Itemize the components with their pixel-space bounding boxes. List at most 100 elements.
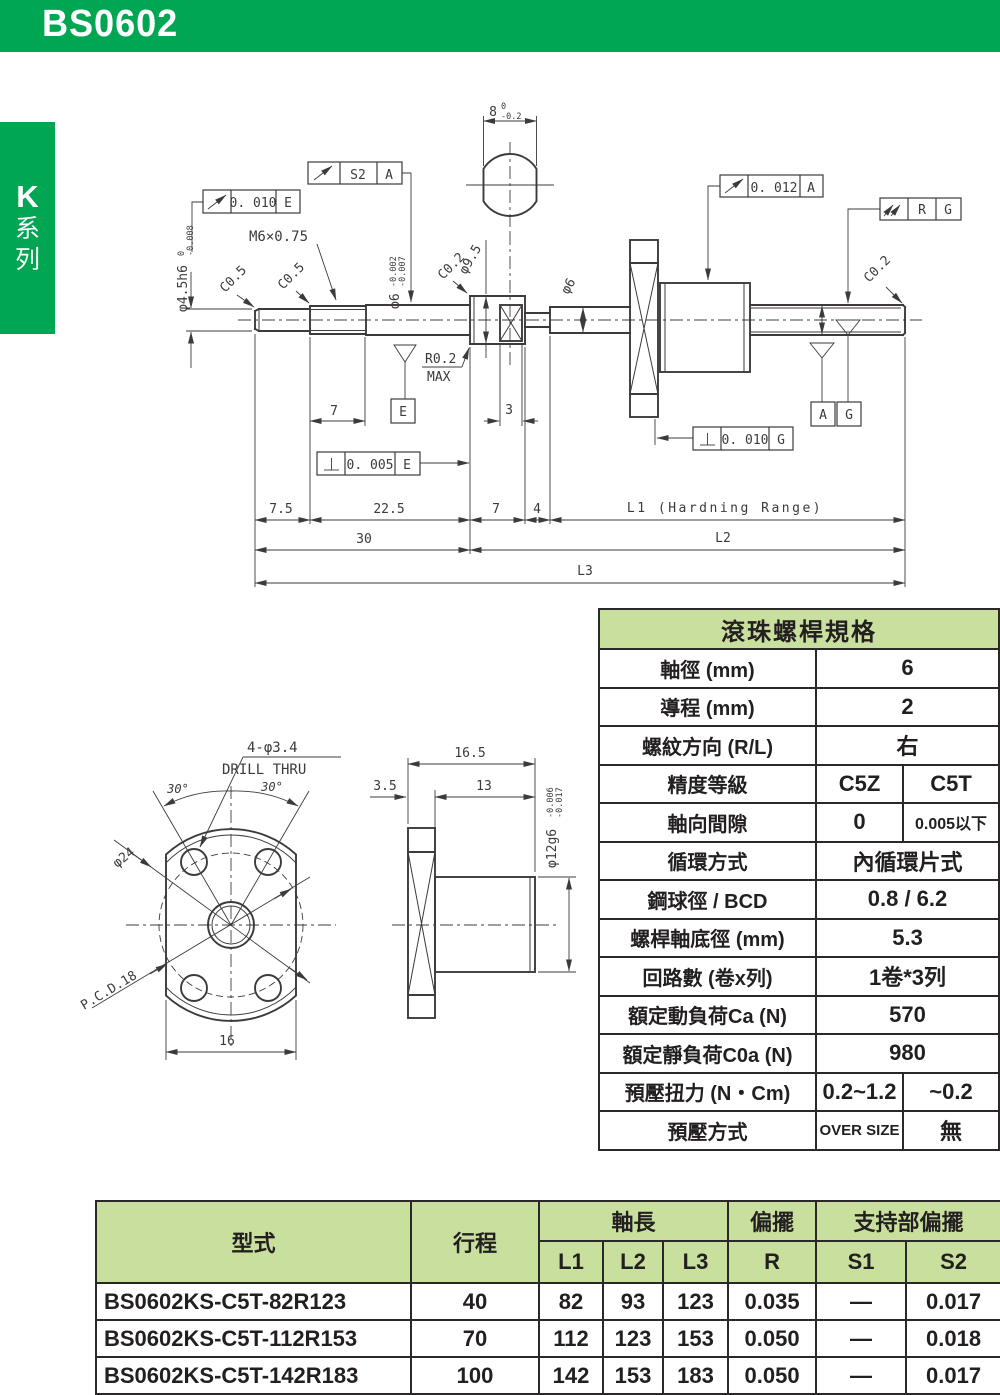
s1-value: — <box>815 1356 908 1395</box>
spec-value: C5T <box>901 763 1000 804</box>
spec-value: 5.3 <box>814 917 1000 958</box>
spec-value: 6 <box>814 648 1000 689</box>
frame-s2-value: S2 <box>350 168 366 183</box>
model-row: BS0602KS-C5T-112R153 70 112 123 153 0.05… <box>95 1319 1000 1358</box>
dim-l3: L3 <box>577 564 593 579</box>
spec-value: 570 <box>814 994 1000 1035</box>
col-subheader-l2: L2 <box>602 1240 664 1284</box>
dim-7-thread: 7 <box>330 404 338 419</box>
frame-0010e-value: 0. 010 <box>230 196 277 211</box>
model-name: BS0602KS-C5T-142R183 <box>95 1356 412 1395</box>
header-bar <box>0 0 1000 52</box>
dim-3-groove: 3 <box>505 403 513 418</box>
dim-across-flats: 8 <box>489 105 497 120</box>
l1-value: 142 <box>538 1356 604 1395</box>
col-header-axis-length: 軸長 <box>537 1200 730 1242</box>
col-header-support-runout: 支持部偏擺 <box>815 1200 1000 1242</box>
col-subheader-s1: S1 <box>815 1240 908 1284</box>
l1-value: 82 <box>538 1282 604 1321</box>
l3-value: 183 <box>661 1356 730 1395</box>
spec-label: 軸向間隙 <box>598 802 817 843</box>
technical-drawing: 8 0 -0.2 <box>78 102 962 1060</box>
dim-7-collar: 7 <box>492 502 500 517</box>
l3-value: 153 <box>661 1319 730 1358</box>
frame-0005e-value: 0. 005 <box>347 458 394 473</box>
spec-label: 循環方式 <box>598 840 817 881</box>
thread-spec: M6×0.75 <box>249 229 308 245</box>
spec-label: 回路數 (卷x列) <box>598 956 817 997</box>
spec-label: 預壓方式 <box>598 1110 817 1151</box>
s2-value: 0.017 <box>905 1356 1000 1395</box>
angle-30-left: 30° <box>166 782 189 796</box>
r-value: 0.035 <box>727 1282 818 1321</box>
runout-frame-s2: S2 A <box>307 161 414 303</box>
spec-value: 980 <box>814 1033 1000 1074</box>
chamfer-c05-right: C0.5 <box>275 260 308 293</box>
dim-across-flats-tol-u: 0 <box>501 102 506 112</box>
length-dimensions: 7 3 7.5 22.5 7 4 L1 (Hardning Range) 30 … <box>254 334 906 587</box>
spec-value: 1卷*3列 <box>814 956 1000 997</box>
dim-across-flats-tol-l: -0.2 <box>501 112 521 122</box>
spec-value: 內循環片式 <box>814 840 1000 881</box>
runout-frame-0010e: 0. 010 E <box>191 189 301 252</box>
col-subheader-l1: L1 <box>538 1240 604 1284</box>
frame-0012a-datum: A <box>807 181 815 196</box>
perpendicularity-frame-0010g: 0. 010 G <box>654 419 794 451</box>
spec-value: 0.2~1.2 <box>815 1071 904 1112</box>
spec-value: 無 <box>901 1110 1000 1151</box>
spec-value: 2 <box>814 686 1000 727</box>
drill-thru-note: DRILL THRU <box>222 762 306 778</box>
l2-value: 93 <box>602 1282 664 1321</box>
roughness-frame-rg: R G <box>845 197 962 304</box>
dim-pcd-18: P.C.D.18 <box>78 968 139 1013</box>
col-header-stroke: 行程 <box>410 1200 540 1284</box>
col-subheader-s2: S2 <box>905 1240 1000 1284</box>
dim-4: 4 <box>533 502 541 517</box>
dim-dia-4-5-tol-u: 0 <box>177 251 187 256</box>
dim-dia-6-tol-u: -0.002 <box>389 256 399 287</box>
flange-front-view: 30° 30° φ24 P.C.D.18 4-φ3.4 DRILL THRU 1… <box>78 740 341 1060</box>
dim-13: 13 <box>476 779 492 794</box>
dim-30: 30 <box>356 532 372 547</box>
dim-l1: L1 (Hardning Range) <box>627 501 823 516</box>
stroke-value: 70 <box>410 1319 540 1358</box>
chamfer-c05-left: C0.5 <box>217 263 250 296</box>
frame-rg-value: R <box>918 203 926 218</box>
chamfer-c02-end: C0.2 <box>861 253 894 286</box>
frame-0010e-datum: E <box>284 196 292 211</box>
frame-0012a-value: 0. 012 <box>751 181 798 196</box>
holes-note: 4-φ3.4 <box>247 740 298 756</box>
r-value: 0.050 <box>727 1319 818 1358</box>
dim-l2: L2 <box>715 531 731 546</box>
spec-label: 螺桿軸底徑 (mm) <box>598 917 817 958</box>
dim-dia-6-tol-l: -0.007 <box>398 256 408 287</box>
model-row: BS0602KS-C5T-142R183 100 142 153 183 0.0… <box>95 1356 1000 1395</box>
spec-value: ~0.2 <box>901 1071 1000 1112</box>
series-tab: K 系列 <box>0 122 55 334</box>
col-header-runout: 偏擺 <box>727 1200 818 1242</box>
series-tab-label: 系列 <box>14 215 40 274</box>
stroke-value: 100 <box>410 1356 540 1395</box>
radius-r02: R0.2 <box>425 352 456 367</box>
dim-dia-4-5: φ4.5h6 <box>176 265 191 312</box>
frame-0005e-datum: E <box>403 458 411 473</box>
section-view: 8 0 -0.2 <box>466 102 554 368</box>
spec-label: 導程 (mm) <box>598 686 817 727</box>
spec-value: 右 <box>814 725 1000 766</box>
dim-dia-12: φ12g6 <box>545 829 560 868</box>
series-tab-letter: K <box>16 179 39 214</box>
shaft-outline <box>238 239 922 418</box>
datum-targets: E A G <box>390 319 862 427</box>
s1-value: — <box>815 1282 908 1321</box>
dim-16: 16 <box>219 1034 235 1049</box>
radius-r02-max: MAX <box>427 370 451 385</box>
spec-label: 額定靜負荷C0a (N) <box>598 1033 817 1074</box>
l3-value: 123 <box>661 1282 730 1321</box>
model-row: BS0602KS-C5T-82R123 40 82 93 123 0.035 —… <box>95 1282 1000 1321</box>
frame-0010g-datum: G <box>777 433 785 448</box>
col-header-model: 型式 <box>95 1200 412 1284</box>
s2-value: 0.018 <box>905 1319 1000 1358</box>
page-title: BS0602 <box>42 3 179 45</box>
dim-22-5: 22.5 <box>373 502 404 517</box>
